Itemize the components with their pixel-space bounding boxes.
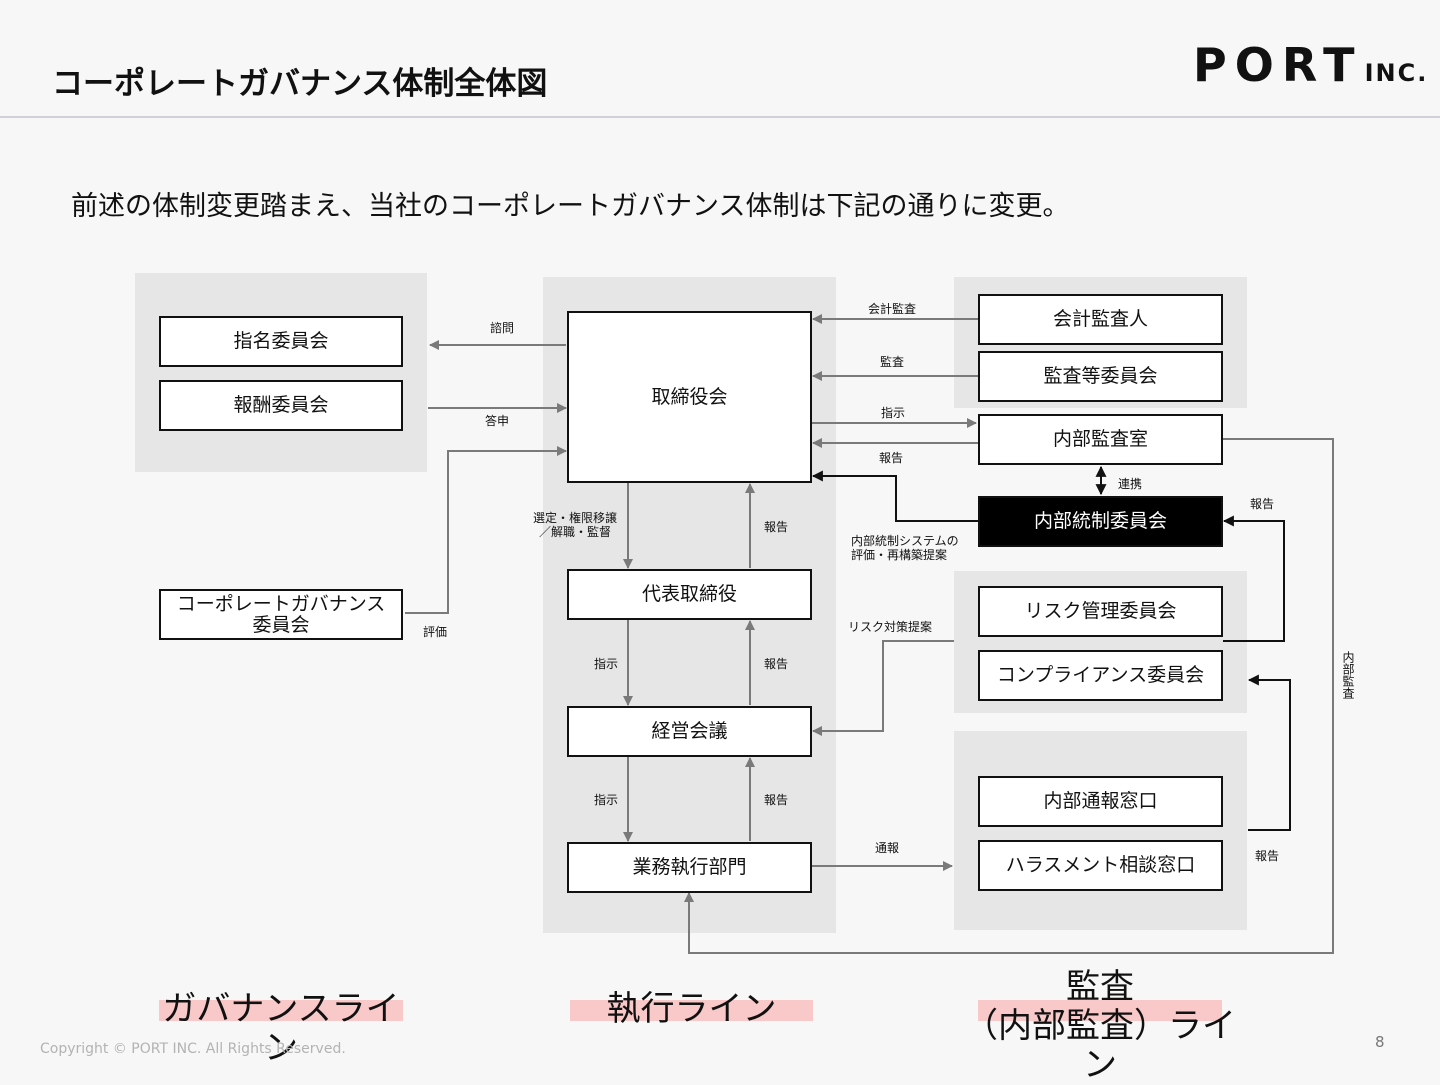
audit-committee-box: 監査等委員会 — [978, 351, 1223, 402]
governance-lane-label: ガバナンスライン — [162, 989, 400, 1069]
label-report-back: 答申 — [485, 414, 510, 428]
label-instruct-iao: 指示 — [881, 406, 906, 420]
page-number: 8 — [1375, 1033, 1385, 1051]
label-appoint-line1: 選定・権限移譲 — [533, 511, 618, 525]
label-report-iao: 報告 — [879, 451, 904, 465]
execution-lane-label: 執行ライン — [606, 989, 777, 1029]
harassment-desk-box: ハラスメント相談窓口 — [978, 840, 1223, 891]
business-dept-box: 業務執行部門 — [567, 842, 812, 893]
page-title: コーポレートガバナンス体制全体図 — [52, 66, 548, 102]
internal-control-committee-box: 内部統制委員会 — [978, 496, 1223, 547]
nomination-committee-box: 指名委員会 — [159, 316, 403, 367]
label-report-ceo-board: 報告 — [764, 520, 789, 534]
label-report-desk-compliance: 報告 — [1255, 849, 1280, 863]
cg-committee-box: コーポレートガバナンス 委員会 — [159, 589, 403, 640]
label-ic-proposal: 内部統制システムの 評価・再構築提案 — [851, 534, 959, 563]
internal-audit-office-box: 内部監査室 — [978, 414, 1223, 465]
copyright-footer: Copyright © PORT INC. All Rights Reserve… — [40, 1041, 346, 1057]
label-ic-proposal-line2: 評価・再構築提案 — [851, 547, 948, 562]
label-accounting-audit: 会計監査 — [868, 302, 917, 316]
label-instruct-mgmt-dept: 指示 — [594, 793, 619, 807]
label-audit: 監査 — [880, 355, 905, 369]
whistleblowing-desk-box: 内部通報窓口 — [978, 776, 1223, 827]
cg-committee-line1: コーポレートガバナンス — [176, 592, 386, 615]
cg-committee-line2: 委員会 — [252, 613, 310, 636]
label-report-dept-mgmt: 報告 — [764, 793, 789, 807]
arrow-ic-proposal — [811, 470, 978, 522]
label-appoint-line2: ／解職・監督 — [539, 524, 612, 539]
slide-subtitle: 前述の体制変更踏まえ、当社のコーポレートガバナンス体制は下記の通りに変更。 — [71, 191, 1070, 222]
label-internal-audit: 内部監査 — [1341, 651, 1355, 699]
label-evaluation: 評価 — [423, 625, 448, 639]
audit-lane-line1: 監査 — [1066, 967, 1134, 1007]
label-ic-proposal-line1: 内部統制システムの — [851, 534, 959, 548]
ceo-box: 代表取締役 — [567, 569, 812, 620]
governance-lane-highlight — [159, 1000, 403, 1021]
audit-lane-label: 監査 （内部監査）ライン — [950, 967, 1250, 1085]
label-report-to-icc: 報告 — [1250, 497, 1275, 511]
label-risk-proposal: リスク対策提案 — [848, 620, 933, 634]
management-meeting-box: 経営会議 — [567, 706, 812, 757]
governance-panel — [135, 273, 427, 472]
compensation-committee-box: 報酬委員会 — [159, 380, 403, 431]
arrow-evaluation — [405, 446, 567, 614]
logo-sub: INC. — [1364, 59, 1429, 87]
audit-lane-highlight — [978, 1000, 1222, 1021]
header-divider — [0, 116, 1440, 118]
arrow-report-icc — [1222, 515, 1285, 642]
risk-committee-box: リスク管理委員会 — [978, 586, 1223, 637]
accounting-auditor-box: 会計監査人 — [978, 294, 1223, 345]
label-cooperation: 連携 — [1118, 477, 1143, 491]
compliance-committee-box: コンプライアンス委員会 — [978, 650, 1223, 701]
reporting-desk-panel — [954, 731, 1247, 930]
logo-main: PORT — [1193, 38, 1363, 92]
arrow-report-compliance — [1247, 674, 1291, 831]
execution-lane-highlight — [570, 1000, 813, 1021]
label-whistle: 通報 — [875, 841, 900, 855]
label-appoint: 選定・権限移譲 ／解職・監督 — [533, 511, 618, 540]
arrow-risk-proposal — [812, 640, 954, 736]
label-report-mgmt-ceo: 報告 — [764, 657, 789, 671]
label-instruct-ceo-mgmt: 指示 — [594, 657, 619, 671]
label-consult: 諮問 — [490, 321, 515, 335]
board-of-directors-box: 取締役会 — [567, 311, 812, 483]
audit-lane-line2: （内部監査）ライン — [964, 1006, 1236, 1085]
company-logo: PORTINC. — [1193, 38, 1428, 92]
arrow-internal-audit — [684, 438, 1334, 954]
